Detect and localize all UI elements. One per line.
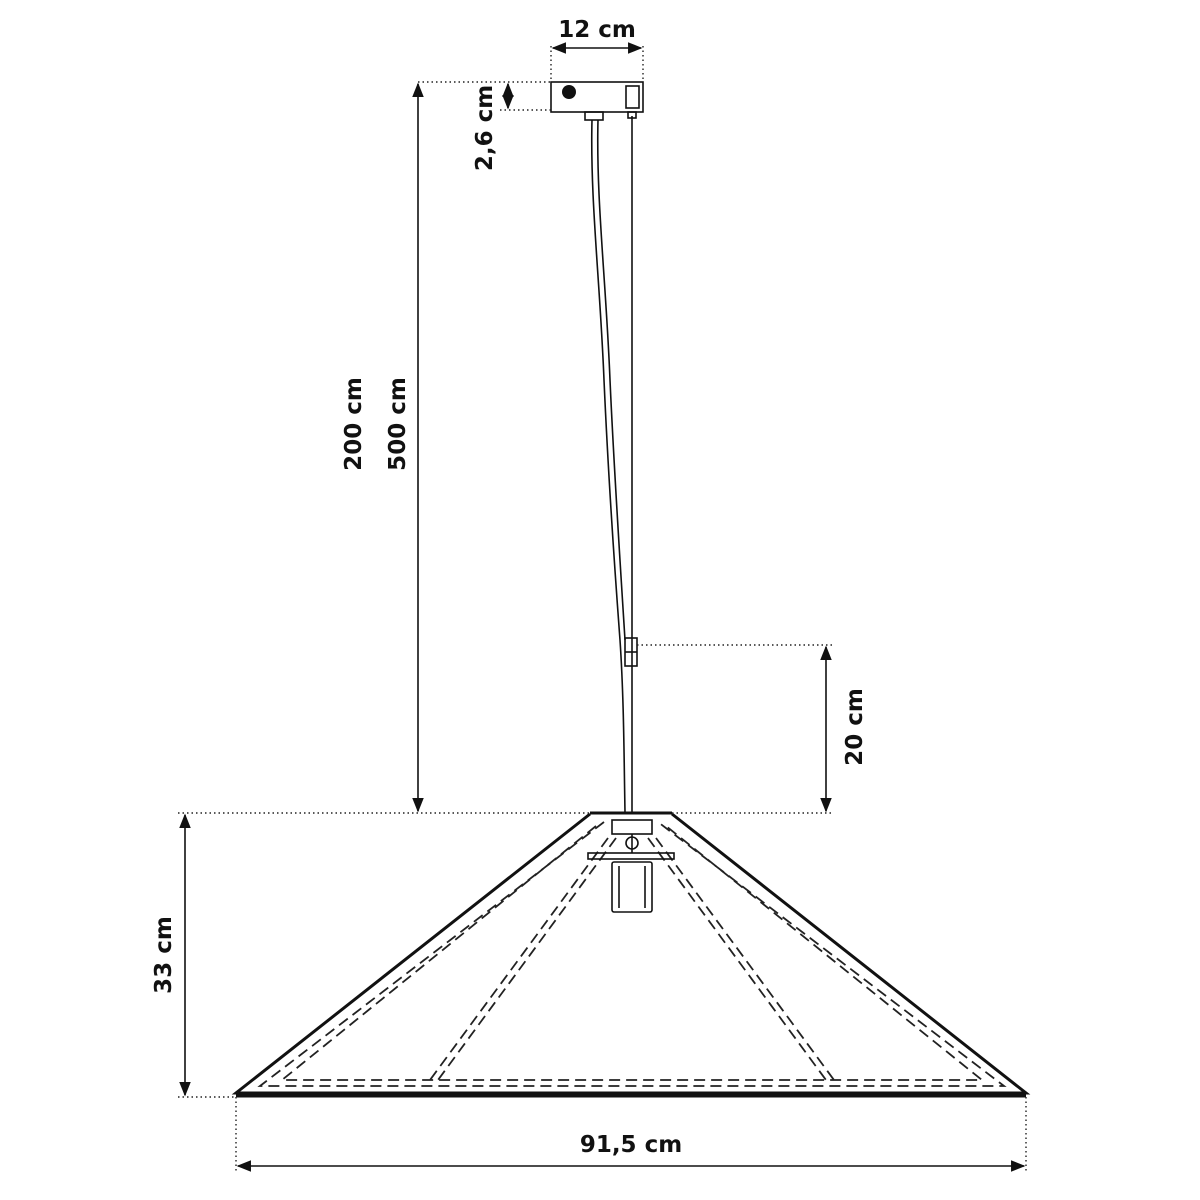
shade-height-label: 33 cm xyxy=(151,916,177,994)
rod-length-label: 20 cm xyxy=(842,688,868,766)
ceiling-canopy xyxy=(550,81,644,121)
dimension-cable-length: 200 cm 500 cm xyxy=(178,82,590,814)
shade-diameter-label: 91,5 cm xyxy=(580,1132,682,1158)
dimension-shade-diameter: 91,5 cm xyxy=(235,1097,1027,1172)
cable-length-label-a: 200 cm xyxy=(341,377,367,471)
dimension-canopy-width: 12 cm xyxy=(550,17,644,80)
canopy-width-label: 12 cm xyxy=(558,17,636,43)
canopy-height-label: 2,6 cm xyxy=(472,85,498,171)
suspension-rod xyxy=(624,116,638,812)
dimension-shade-height: 33 cm xyxy=(151,813,236,1098)
dimension-rod-length: 20 cm xyxy=(637,644,868,814)
cable-length-label-b: 500 cm xyxy=(385,377,411,471)
dimension-canopy-height: 2,6 cm xyxy=(418,81,551,171)
conical-shade xyxy=(231,811,1031,1098)
power-cable xyxy=(590,119,626,813)
